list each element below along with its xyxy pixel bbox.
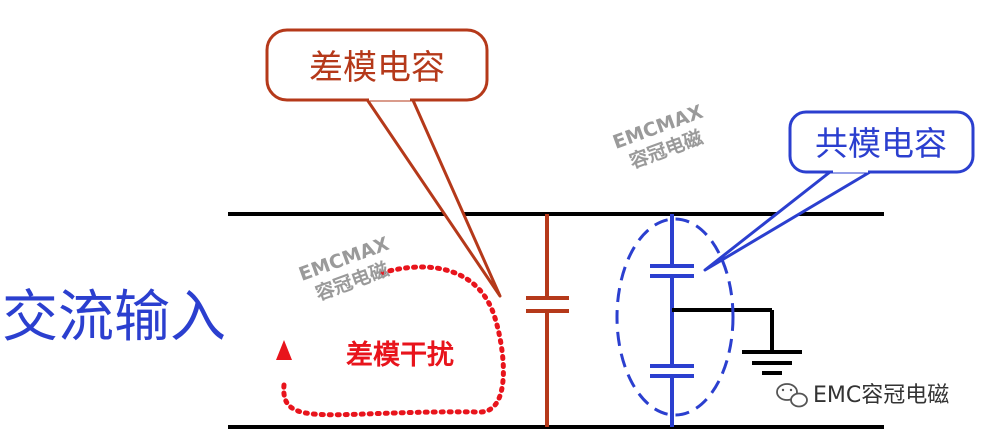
dm-capacitor-callout-pointer <box>364 97 502 298</box>
dm-capacitor-label: 差模电容 <box>309 48 445 88</box>
watermark-top: EMCMAX 容冠电磁 <box>610 101 706 173</box>
cm-capacitor-callout-box <box>788 110 975 174</box>
ground-symbol <box>672 308 802 375</box>
cm-capacitor-label: 共模电容 <box>815 124 947 163</box>
cm-capacitor-callout-pointer <box>703 170 871 272</box>
dm-interference-arrowhead <box>276 340 292 360</box>
dm-interference-label: 差模干扰 <box>346 339 454 371</box>
brand-text: EMC容冠电磁 <box>813 383 949 408</box>
dm-interference-loop <box>281 264 506 418</box>
brand-badge: EMC容冠电磁 <box>776 383 949 408</box>
dm-capacitor <box>526 214 569 427</box>
cm-capacitor-highlight-ellipse <box>615 217 735 417</box>
cm-capacitors <box>650 214 694 427</box>
watermark-left: EMCMAX 容冠电磁 <box>296 233 392 305</box>
wechat-icon <box>776 383 808 408</box>
ac-input-label: 交流输入 <box>2 285 226 350</box>
